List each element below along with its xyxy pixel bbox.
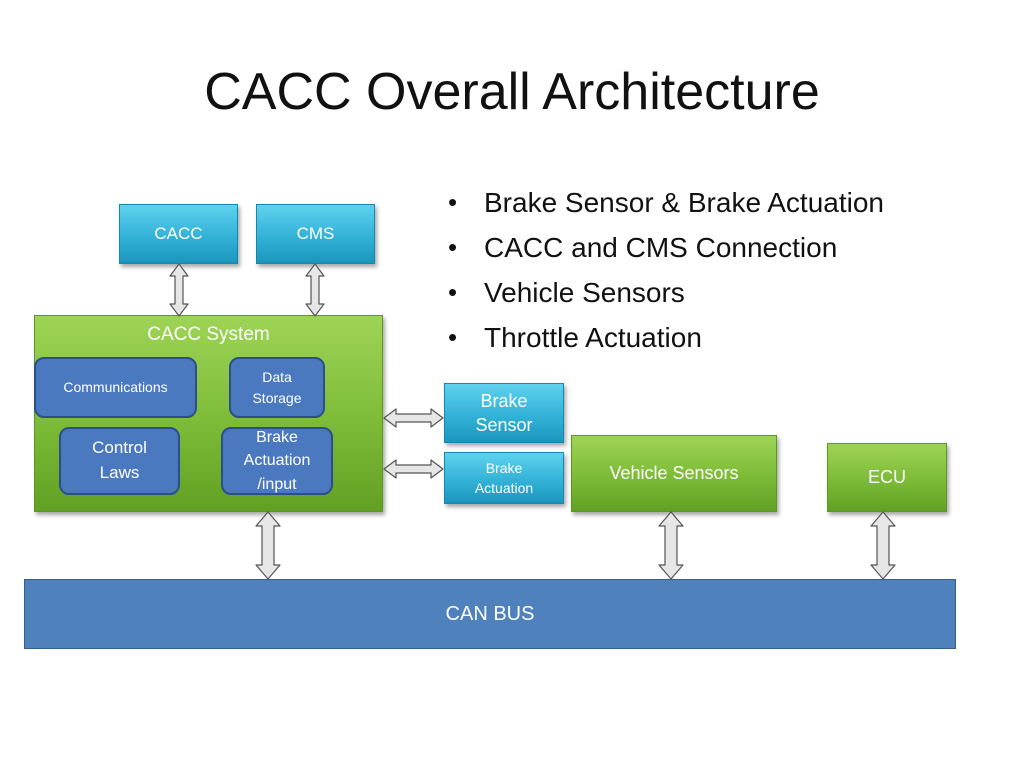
bullet-item: CACC and CMS Connection xyxy=(446,225,884,270)
brake-sensor-line: Sensor xyxy=(475,415,533,435)
double-arrow-icon xyxy=(383,408,444,428)
cms-box: CMS xyxy=(256,204,375,264)
control-laws-line: Control xyxy=(92,438,147,458)
ecu-box: ECU xyxy=(827,443,947,512)
communications-label: Communications xyxy=(63,379,168,396)
double-arrow-icon xyxy=(383,459,444,479)
control-laws-box: Control Laws xyxy=(59,427,180,495)
can-bus-bar: CAN BUS xyxy=(24,579,956,649)
double-arrow-icon xyxy=(870,511,896,580)
vehicle-sensors-label: Vehicle Sensors xyxy=(609,463,739,483)
data-storage-label: Data Storage xyxy=(252,367,301,408)
brake-sensor-label: Brake Sensor xyxy=(475,389,532,438)
double-arrow-icon xyxy=(658,511,684,580)
brake-actuation-line: Brake xyxy=(485,459,523,476)
brake-actuation-box: Brake Actuation xyxy=(444,452,564,504)
cms-label: CMS xyxy=(296,224,335,243)
cacc-label: CACC xyxy=(154,224,203,243)
data-storage-line: Data xyxy=(262,369,292,386)
communications-box: Communications xyxy=(34,357,197,418)
brake-actuation-input-line: Brake xyxy=(256,429,298,447)
brake-actuation-input-box: Brake Actuation /input xyxy=(221,427,333,495)
brake-actuation-input-label: Brake Actuation /input xyxy=(244,426,311,496)
data-storage-box: Data Storage xyxy=(229,357,325,418)
brake-actuation-input-line: Actuation xyxy=(243,452,311,470)
brake-actuation-input-line: /input xyxy=(257,475,297,493)
slide-title: CACC Overall Architecture xyxy=(204,63,820,121)
control-laws-line: Laws xyxy=(99,463,140,482)
control-laws-label: Control Laws xyxy=(92,436,147,485)
bullet-item: Brake Sensor & Brake Actuation xyxy=(446,180,884,225)
bullet-item: Vehicle Sensors xyxy=(446,270,884,315)
vehicle-sensors-box: Vehicle Sensors xyxy=(571,435,777,512)
data-storage-line: Storage xyxy=(252,389,302,406)
bullet-item: Throttle Actuation xyxy=(446,315,884,360)
ecu-label: ECU xyxy=(867,467,906,487)
cacc-system-label: CACC System xyxy=(147,324,270,345)
double-arrow-icon xyxy=(169,263,189,317)
brake-sensor-box: Brake Sensor xyxy=(444,383,564,443)
double-arrow-icon xyxy=(255,511,281,580)
bullet-list: Brake Sensor & Brake Actuation CACC and … xyxy=(446,180,884,360)
brake-actuation-line: Actuation xyxy=(474,480,534,496)
can-bus-label: CAN BUS xyxy=(445,602,535,625)
brake-sensor-line: Brake xyxy=(480,390,528,411)
brake-actuation-label: Brake Actuation xyxy=(475,458,533,499)
cacc-box: CACC xyxy=(119,204,238,264)
double-arrow-icon xyxy=(305,263,325,317)
